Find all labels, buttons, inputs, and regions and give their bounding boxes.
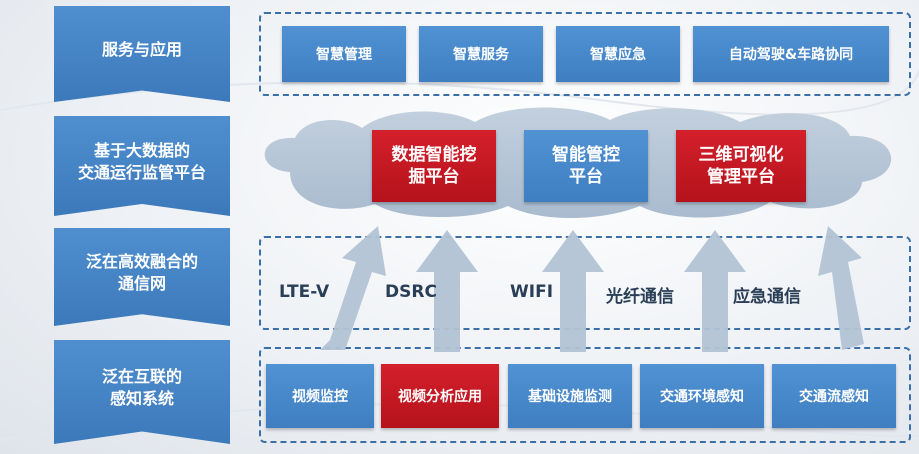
service-tile-smart-service: 智慧服务 [419,26,543,82]
sensing-tile-infrastructure-monitoring: 基础设施监测 [508,364,632,428]
network-label-dsrc: DSRC [385,282,437,302]
sensing-tile-traffic-environment: 交通环境感知 [640,364,764,428]
arrow-up-2 [416,230,478,352]
arrow-up-5 [818,226,864,350]
platform-tile-smart-control: 智能管控 平台 [524,130,648,202]
services-frame [259,12,911,96]
platform-tile-3d-visualization: 三维可视化 管理平台 [676,130,806,202]
network-label-emergency-comm: 应急通信 [733,287,801,307]
service-tile-smart-management: 智慧管理 [282,26,406,82]
sensing-tile-traffic-flow: 交通流感知 [772,364,896,428]
layer-label-sensing: 泛在互联的 感知系统 [54,340,230,444]
layer-label-services: 服务与应用 [54,6,230,102]
arrow-up-1 [320,226,386,350]
layer-label-platform: 基于大数据的 交通运行监管平台 [54,116,230,216]
network-label-lte-v: LTE-V [279,282,330,302]
network-label-fiber: 光纤通信 [606,287,674,307]
sensing-tile-video-analysis: 视频分析应用 [381,364,499,428]
arrow-up-3 [542,230,604,352]
arrow-up-4 [684,230,746,352]
sensing-tile-video-monitoring: 视频监控 [266,364,374,428]
network-label-wifi: WIFI [510,282,554,302]
service-tile-autonomous-driving: 自动驾驶&车路协同 [693,26,889,82]
service-tile-smart-emergency: 智慧应急 [556,26,680,82]
platform-tile-data-mining: 数据智能挖 掘平台 [372,130,496,202]
layer-label-network: 泛在高效融合的 通信网 [54,228,230,326]
